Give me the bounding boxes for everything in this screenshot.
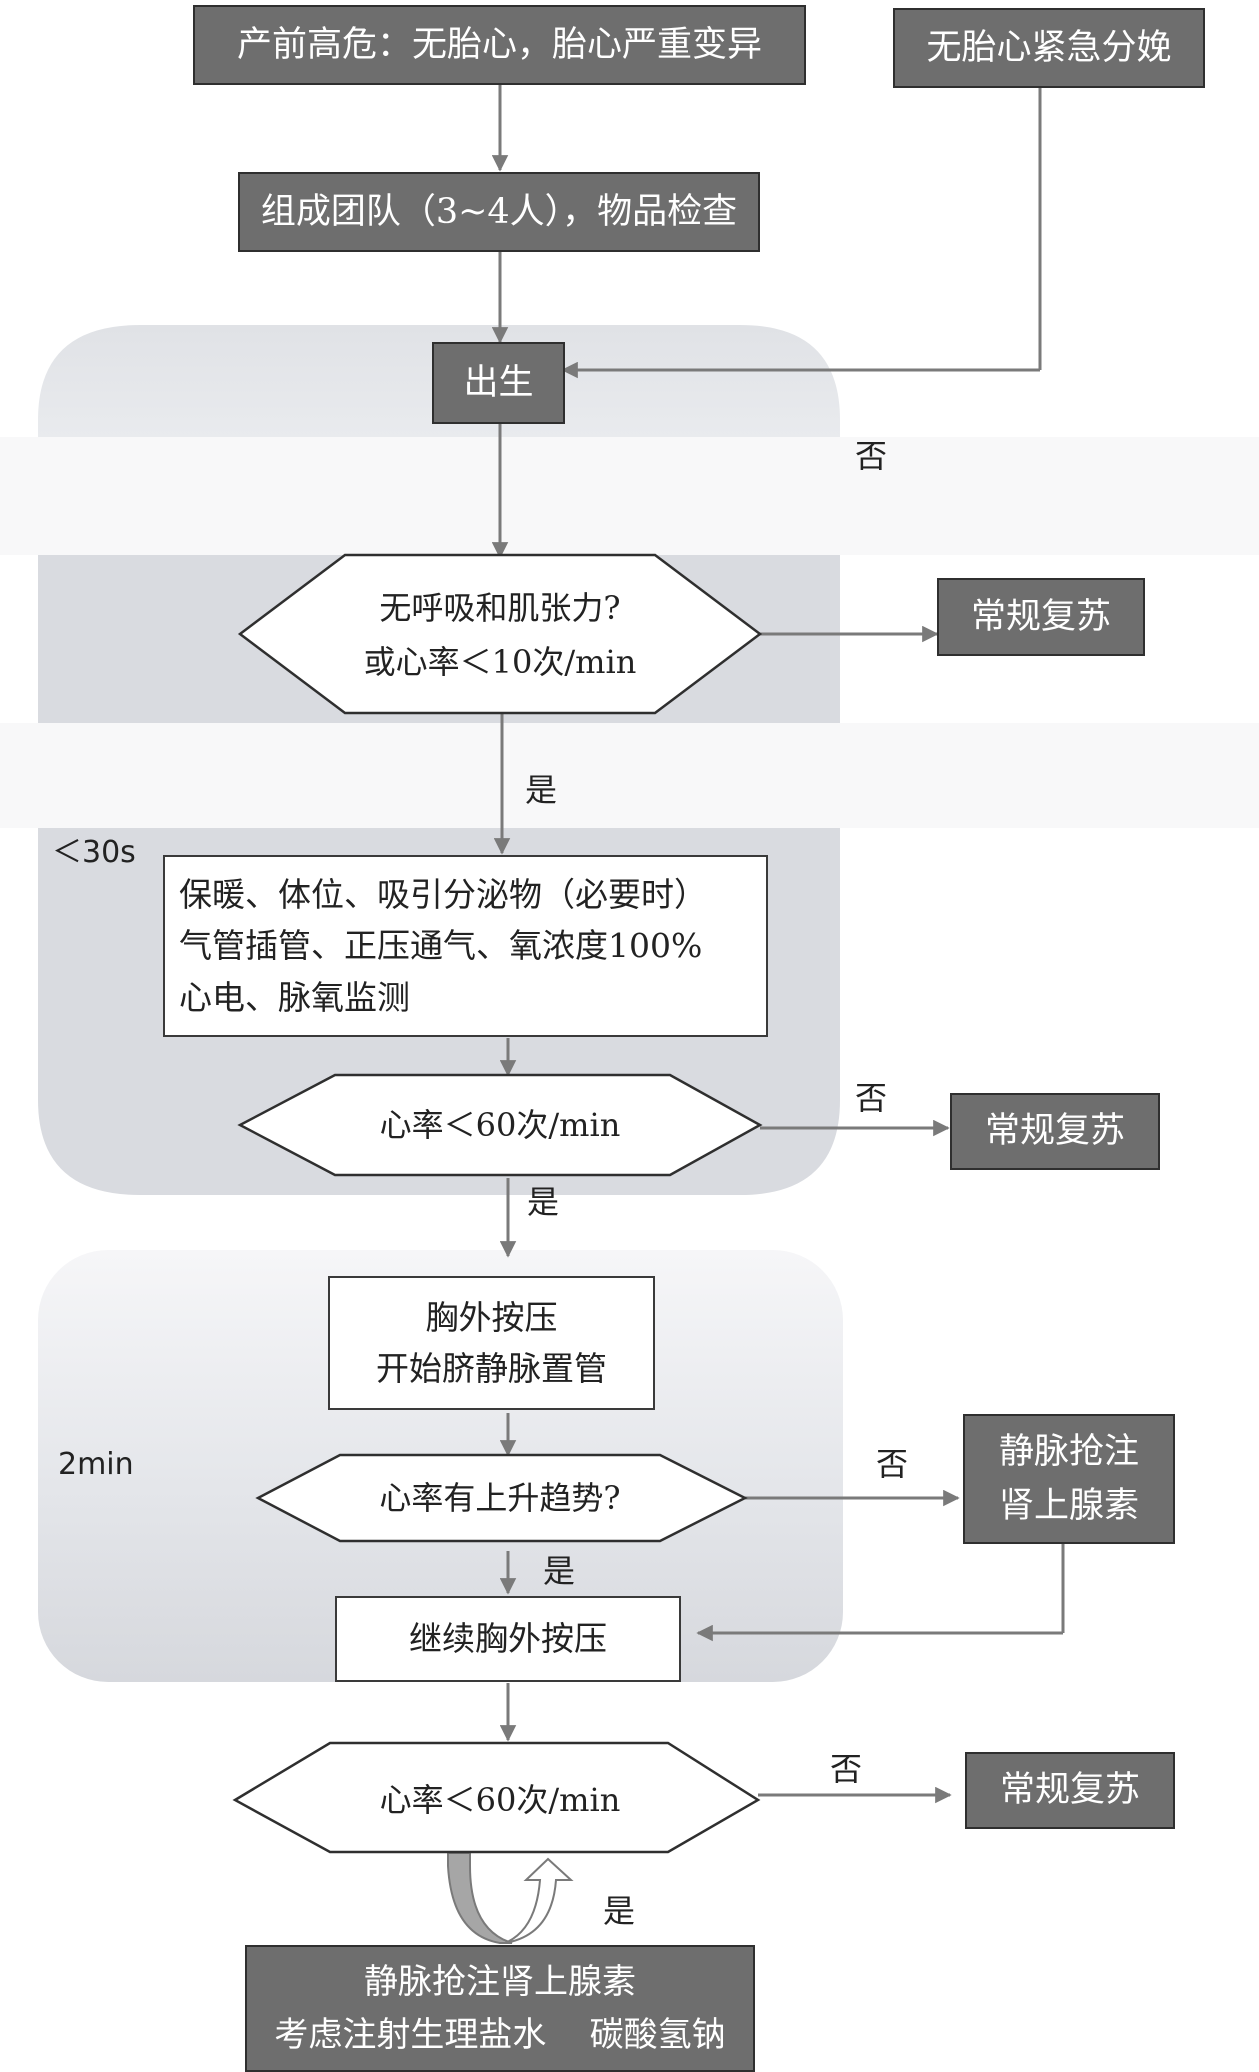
epinephrine-box: 静脉抢注 肾上腺素 — [963, 1414, 1175, 1544]
decision-hr-trend-shape — [255, 1453, 748, 1543]
steps-30s-line-2: 气管插管、正压通气、氧浓度100% — [179, 926, 703, 966]
final-step-line-1: 静脉抢注肾上腺素 — [364, 1961, 636, 2002]
final-step-box: 静脉抢注肾上腺素 考虑注射生理盐水 碳酸氢钠 — [245, 1945, 755, 2072]
loop-arrow — [447, 1852, 574, 1944]
decision-hr-trend-text: 心率有上升趋势? — [379, 1478, 621, 1517]
decision-hr60-a: 心率＜60次/min — [300, 1095, 700, 1155]
decision-hr60-a-shape — [237, 1073, 763, 1177]
label-yes-3: 是 — [543, 1552, 576, 1590]
panel-birth-stage — [0, 325, 1259, 1195]
decision-hr60-b-text: 心率＜60次/min — [379, 1780, 621, 1819]
epinephrine-line-2: 肾上腺素 — [998, 1486, 1139, 1526]
label-yes-4: 是 — [603, 1892, 636, 1930]
compression-box: 胸外按压 开始脐静脉置管 — [328, 1276, 655, 1410]
prenatal-risk-box: 产前高危：无胎心，胎心严重变异 — [193, 5, 806, 85]
decision-hr-trend: 心率有上升趋势? — [310, 1470, 690, 1526]
compression-line-2: 开始脐静脉置管 — [376, 1349, 607, 1388]
emergency-delivery-box: 无胎心紧急分娩 — [893, 8, 1205, 88]
phase-label-30s: ＜30s — [52, 835, 136, 870]
decision-breathing-line-1: 无呼吸和肌张力? — [379, 588, 621, 627]
continue-compression-text: 继续胸外按压 — [409, 1619, 607, 1659]
label-yes-2: 是 — [527, 1183, 560, 1221]
routine-resuscitation-text-2: 常规复苏 — [984, 1111, 1125, 1152]
decision-breathing-shape — [237, 553, 763, 715]
routine-resuscitation-box-1: 常规复苏 — [937, 578, 1145, 656]
routine-resuscitation-text-1: 常规复苏 — [970, 596, 1111, 637]
team-check-text: 组成团队（3~4人），物品检查 — [260, 191, 738, 232]
decision-hr60-b: 心率＜60次/min — [300, 1770, 700, 1830]
routine-resuscitation-text-3: 常规复苏 — [999, 1770, 1140, 1811]
final-step-line-2: 考虑注射生理盐水 碳酸氢钠 — [274, 2014, 726, 2055]
label-no-2: 否 — [855, 1079, 888, 1117]
phase-label-2min: 2min — [58, 1447, 134, 1482]
decision-hr60-b-shape — [232, 1741, 761, 1854]
team-check-box: 组成团队（3~4人），物品检查 — [238, 172, 760, 252]
steps-30s-line-1: 保暖、体位、吸引分泌物（必要时） — [179, 875, 707, 915]
label-no-3: 否 — [876, 1445, 909, 1483]
decision-breathing: 无呼吸和肌张力? 或心率＜10次/min — [300, 570, 700, 700]
continue-compression-box: 继续胸外按压 — [335, 1596, 681, 1682]
connectors — [491, 85, 1065, 1804]
decision-breathing-line-2: 或心率＜10次/min — [363, 643, 637, 681]
decision-hr60-a-text: 心率＜60次/min — [379, 1105, 621, 1144]
epinephrine-line-1: 静脉抢注 — [998, 1431, 1139, 1472]
birth-text: 出生 — [463, 362, 534, 403]
label-yes-1: 是 — [525, 771, 558, 809]
routine-resuscitation-box-2: 常规复苏 — [950, 1093, 1160, 1170]
steps-30s-line-3: 心电、脉氧监测 — [179, 977, 410, 1017]
birth-box: 出生 — [432, 342, 565, 424]
compression-line-1: 胸外按压 — [425, 1297, 558, 1337]
prenatal-risk-text: 产前高危：无胎心，胎心严重变异 — [236, 24, 762, 65]
steps-30s-box: 保暖、体位、吸引分泌物（必要时） 气管插管、正压通气、氧浓度100% 心电、脉氧… — [163, 855, 768, 1037]
label-no-1: 否 — [855, 437, 888, 475]
label-no-4: 否 — [830, 1750, 863, 1788]
routine-resuscitation-box-3: 常规复苏 — [965, 1752, 1175, 1829]
emergency-delivery-text: 无胎心紧急分娩 — [926, 27, 1172, 68]
